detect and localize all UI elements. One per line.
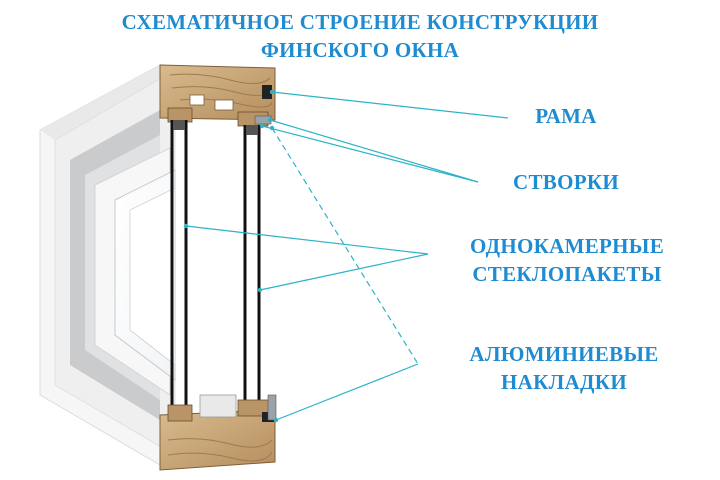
label-frame-text: РАМА [535,104,597,128]
label-glazing-line-2: СТЕКЛОПАКЕТЫ [472,262,662,286]
label-glazing: ОДНОКАМЕРНЫЕ СТЕКЛОПАКЕТЫ [432,232,702,288]
glass-unit-outer [243,125,261,412]
label-glazing-line-1: ОДНОКАМЕРНЫЕ [469,234,664,258]
label-frame: РАМА [516,102,616,130]
title-line-1: СХЕМАТИЧНОЕ СТРОЕНИЕ КОНСТРУКЦИИ [121,10,599,34]
title-line-2: ФИНСКОГО ОКНА [260,38,460,62]
label-trim: АЛЮМИНИЕВЫЕ НАКЛАДКИ [424,340,704,396]
label-trim-line-1: АЛЮМИНИЕВЫЕ [469,342,659,366]
label-sashes: СТВОРКИ [486,168,646,196]
leader-dots [183,89,279,423]
diagram-title: СХЕМАТИЧНОЕ СТРОЕНИЕ КОНСТРУКЦИИ ФИНСКОГ… [0,8,720,64]
label-sashes-text: СТВОРКИ [512,170,619,194]
leader-lines [185,91,509,421]
bottom-frame-section [159,394,277,471]
top-frame-section [159,64,276,127]
outer-frame [39,64,176,466]
label-trim-line-2: НАКЛАДКИ [501,370,627,394]
